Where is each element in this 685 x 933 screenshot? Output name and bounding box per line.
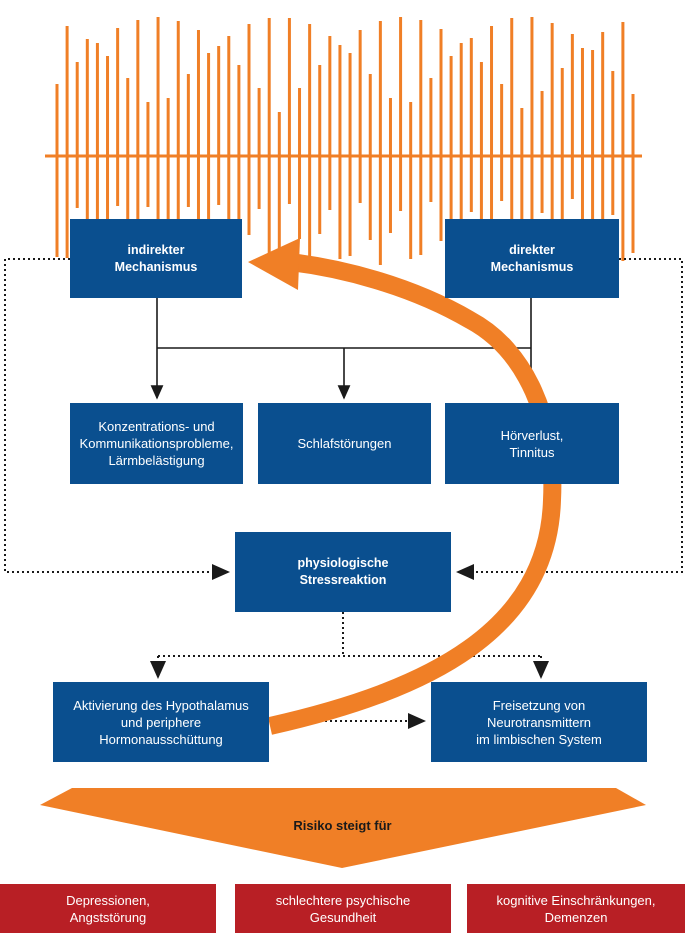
- neurotransmitter-box: Freisetzung von Neurotransmittern im lim…: [431, 682, 647, 762]
- dotted-indirect-to-stress: [4, 258, 230, 580]
- direct-mechanism-box: direkter Mechanismus: [445, 219, 619, 298]
- sleep-box: Schlafstörungen: [258, 403, 431, 484]
- stress-reaction-box: physiologische Stressreaktion: [235, 532, 451, 612]
- outcome-cognitive-box: kognitive Einschränkungen, Demenzen: [467, 884, 685, 933]
- indirect-mechanism-box: indirekter Mechanismus: [70, 219, 242, 298]
- outcome-mental-health-box: schlechtere psychische Gesundheit: [235, 884, 451, 933]
- orange-arrow-head: [248, 238, 300, 290]
- risk-funnel-shape: [40, 788, 646, 868]
- outcome-depression-box: Depressionen, Angststörung: [0, 884, 216, 933]
- hearing-box: Hörverlust, Tinnitus: [445, 403, 619, 484]
- dotted-direct-to-stress: [456, 258, 683, 580]
- hypothalamus-box: Aktivierung des Hypothalamus und periphe…: [53, 682, 269, 762]
- risk-label: Risiko steigt für: [293, 818, 392, 833]
- concentration-box: Konzentrations- und Kommunikationsproble…: [70, 403, 243, 484]
